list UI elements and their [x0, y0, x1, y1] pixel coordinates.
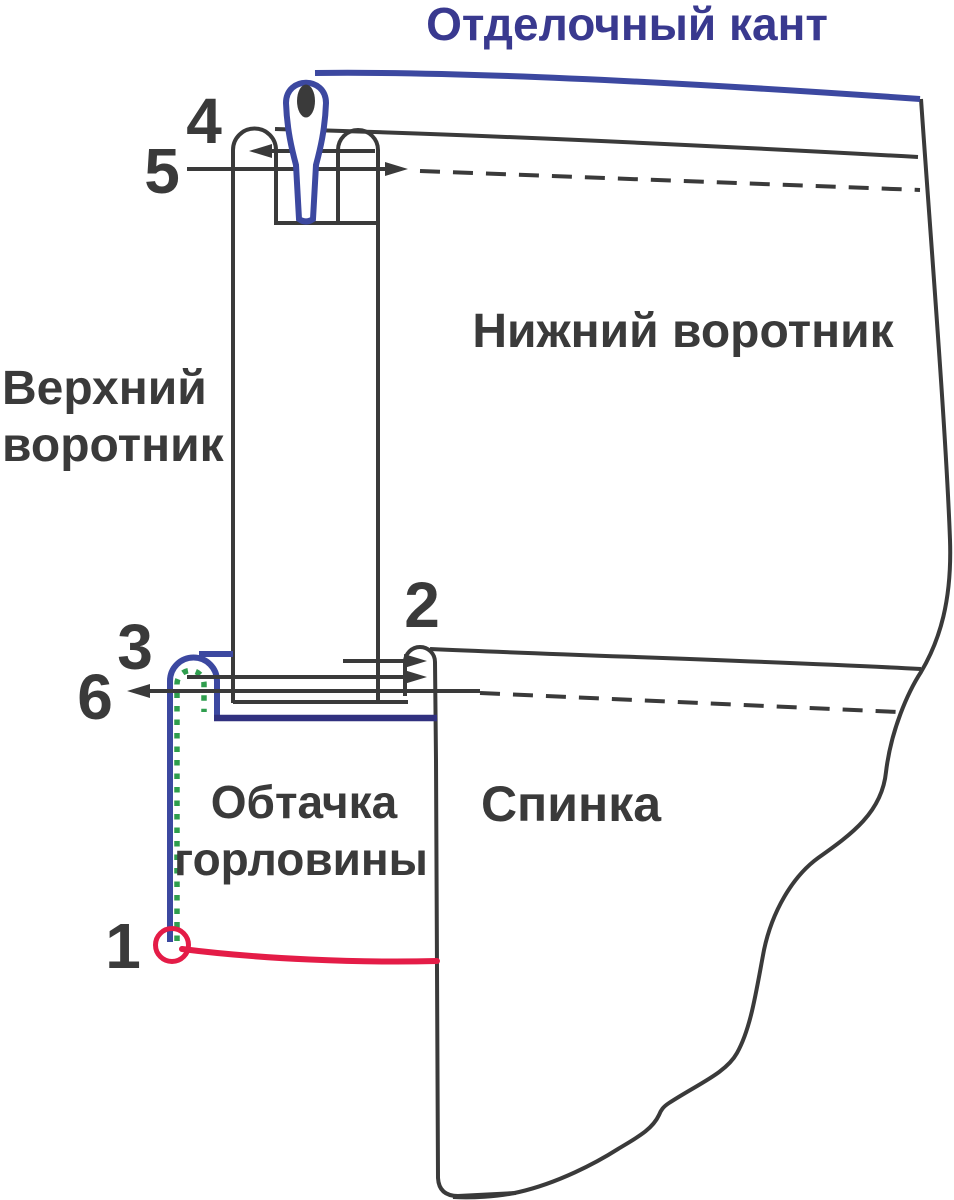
facing-stitch-dotted-line	[174, 667, 207, 941]
arrow-head-5	[385, 162, 408, 176]
facing-label-line2: горловины	[174, 833, 428, 885]
facing-label-line1: Обтачка	[211, 776, 398, 828]
marker-4: 4	[186, 85, 222, 157]
neck-seam-red-line	[179, 946, 440, 965]
marker-3: 3	[117, 611, 153, 683]
arrow-head-2-lower	[404, 670, 427, 684]
lower-collar-top-edge	[274, 127, 919, 159]
back-top-edge	[429, 647, 922, 671]
arrow-head-4	[249, 144, 272, 158]
fabric-right-edge	[452, 98, 953, 1200]
marker-2: 2	[404, 569, 440, 641]
piping-loop	[282, 79, 330, 225]
back-label: Спинка	[481, 776, 662, 832]
collar-inner-fold-edge	[336, 128, 380, 703]
lower-collar-label: Нижний воротник	[472, 305, 894, 358]
neck-stitch-dashed-line	[479, 691, 899, 714]
marker-5: 5	[144, 135, 180, 207]
arrow-head-6	[127, 684, 150, 698]
marker-1: 1	[105, 910, 141, 982]
upper-collar-label-line2: воротник	[2, 419, 225, 472]
top-stitch-dashed-line	[419, 169, 921, 192]
piping-loop-eye	[297, 84, 315, 118]
upper-collar-fold-edge	[231, 126, 278, 703]
upper-collar-label-line1: Верхний	[2, 362, 207, 415]
point-1-circle	[153, 926, 191, 964]
piping-label: Отделочный кант	[426, 0, 828, 50]
piping-top-line	[314, 69, 921, 102]
marker-6: 6	[77, 661, 113, 733]
back-neck-fold-and-left-edge	[403, 645, 517, 1198]
arrow-head-2-upper	[404, 654, 427, 668]
neck-piping-hook	[167, 654, 220, 942]
